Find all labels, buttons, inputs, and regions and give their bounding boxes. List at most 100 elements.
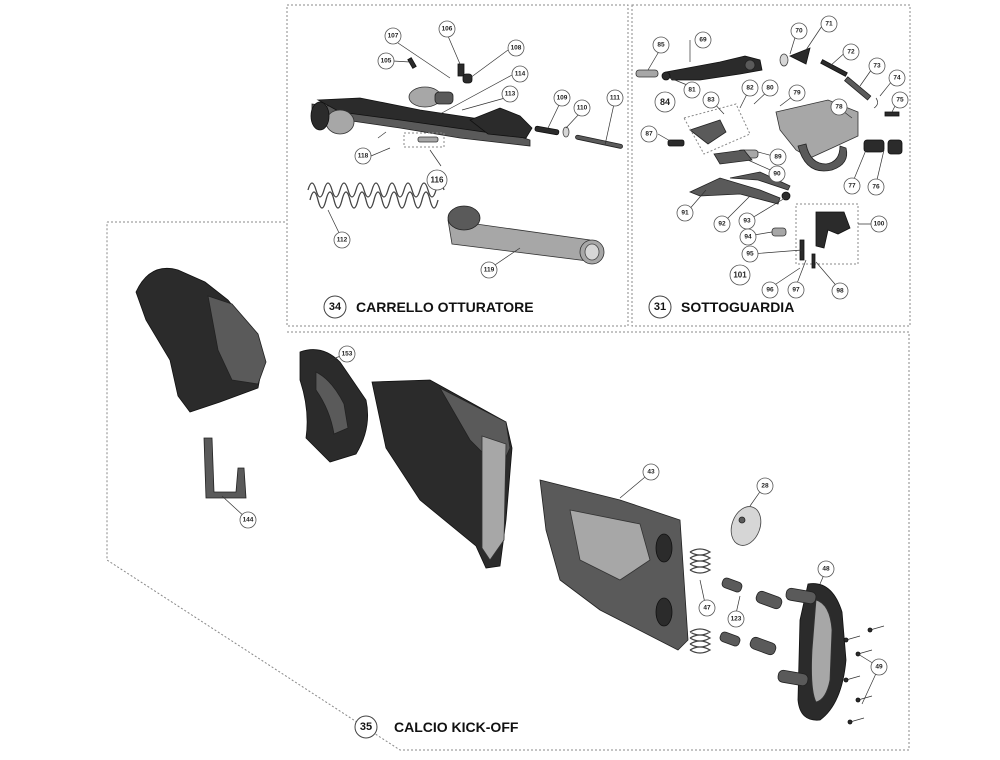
callout-89: 89 [769,148,787,166]
callout-90: 90 [768,165,786,183]
carrello-frame [286,4,629,327]
calcio-frame [106,221,910,751]
callout-97: 97 [787,281,805,299]
callout-83: 83 [702,91,720,109]
callout-94: 94 [739,228,757,246]
svg-text:105: 105 [381,58,392,65]
callout-116: 116 [426,169,448,191]
callout-28: 28 [756,477,774,495]
svg-text:91: 91 [681,210,689,217]
svg-text:95: 95 [746,251,754,258]
callout-114: 114 [511,65,529,83]
svg-text:106: 106 [442,26,453,33]
callout-98: 98 [831,282,849,300]
svg-text:78: 78 [835,104,843,111]
callout-106: 106 [438,20,456,38]
svg-text:SOTTOGUARDIA: SOTTOGUARDIA [681,299,794,315]
svg-text:77: 77 [848,183,856,190]
svg-text:107: 107 [388,33,399,40]
magazine-tube-119 [447,205,605,265]
callout-48: 48 [817,560,835,578]
callout-84: 84 [654,91,676,113]
callout-118: 118 [354,147,372,165]
svg-text:110: 110 [577,105,588,112]
svg-text:119: 119 [484,267,495,274]
bolt-carrier-group [307,57,623,265]
svg-text:73: 73 [873,63,881,70]
svg-text:116: 116 [431,176,444,185]
svg-text:87: 87 [645,131,653,138]
svg-text:82: 82 [746,85,754,92]
svg-text:144: 144 [243,517,254,524]
svg-text:89: 89 [774,154,782,161]
callout-76: 76 [867,178,885,196]
callout-73: 73 [868,57,886,75]
svg-text:111: 111 [610,95,621,102]
svg-text:96: 96 [766,287,774,294]
svg-text:76: 76 [872,184,880,191]
svg-text:123: 123 [731,616,742,623]
svg-text:35: 35 [360,721,372,733]
callout-80: 80 [761,79,779,97]
svg-text:113: 113 [505,91,516,98]
svg-text:31: 31 [654,301,666,313]
svg-text:112: 112 [337,237,348,244]
sottoguardia-frame [631,4,911,327]
svg-text:83: 83 [707,97,715,104]
callout-153: 153 [338,345,356,363]
callout-69: 69 [694,31,712,49]
callout-112: 112 [333,231,351,249]
callout-105: 105 [377,52,395,70]
callout-109: 109 [553,89,571,107]
svg-text:97: 97 [792,287,800,294]
svg-text:118: 118 [358,153,369,160]
svg-text:71: 71 [825,21,833,28]
svg-text:85: 85 [657,42,665,49]
section-badge-35: 35 [354,715,378,739]
callout-111: 111 [606,89,624,107]
callout-93: 93 [738,212,756,230]
svg-text:69: 69 [699,37,707,44]
stock-assembly [135,267,885,725]
large-callouts: 84 116 101 [426,91,751,286]
svg-text:43: 43 [647,469,655,476]
callout-82: 82 [741,79,759,97]
callout-79: 79 [788,84,806,102]
svg-text:74: 74 [893,75,901,82]
svg-text:100: 100 [874,221,885,228]
svg-text:CALCIO KICK-OFF: CALCIO KICK-OFF [394,719,519,735]
callout-91: 91 [676,204,694,222]
svg-text:47: 47 [703,605,711,612]
svg-text:81: 81 [688,87,696,94]
callout-107: 107 [384,27,402,45]
bolt-head [469,107,533,139]
svg-text:101: 101 [733,271,747,280]
svg-text:80: 80 [766,85,774,92]
callout-75: 75 [891,91,909,109]
svg-text:70: 70 [795,28,803,35]
callout-92: 92 [713,215,731,233]
recoil-spring-112 [307,182,445,209]
svg-text:75: 75 [896,97,904,104]
callout-70: 70 [790,22,808,40]
callout-85: 85 [652,36,670,54]
svg-text:94: 94 [744,234,752,241]
part-69 [665,55,763,81]
callout-77: 77 [843,177,861,195]
svg-text:98: 98 [836,288,844,295]
callout-144: 144 [239,511,257,529]
part-144 [203,437,247,499]
svg-text:92: 92 [718,221,726,228]
callout-113: 113 [501,85,519,103]
springs-47 [689,548,712,654]
callouts: 105 107 106 108 114 113 109 110 111 118 … [239,15,909,676]
callout-110: 110 [573,99,591,117]
svg-text:34: 34 [329,301,342,313]
callout-71: 71 [820,15,838,33]
svg-text:28: 28 [761,483,769,490]
svg-text:153: 153 [342,351,353,358]
section-title-carrello: CARRELLO OTTURATORE [356,299,534,315]
section-title-calcio: CALCIO KICK-OFF [394,719,519,735]
callout-101: 101 [729,264,751,286]
